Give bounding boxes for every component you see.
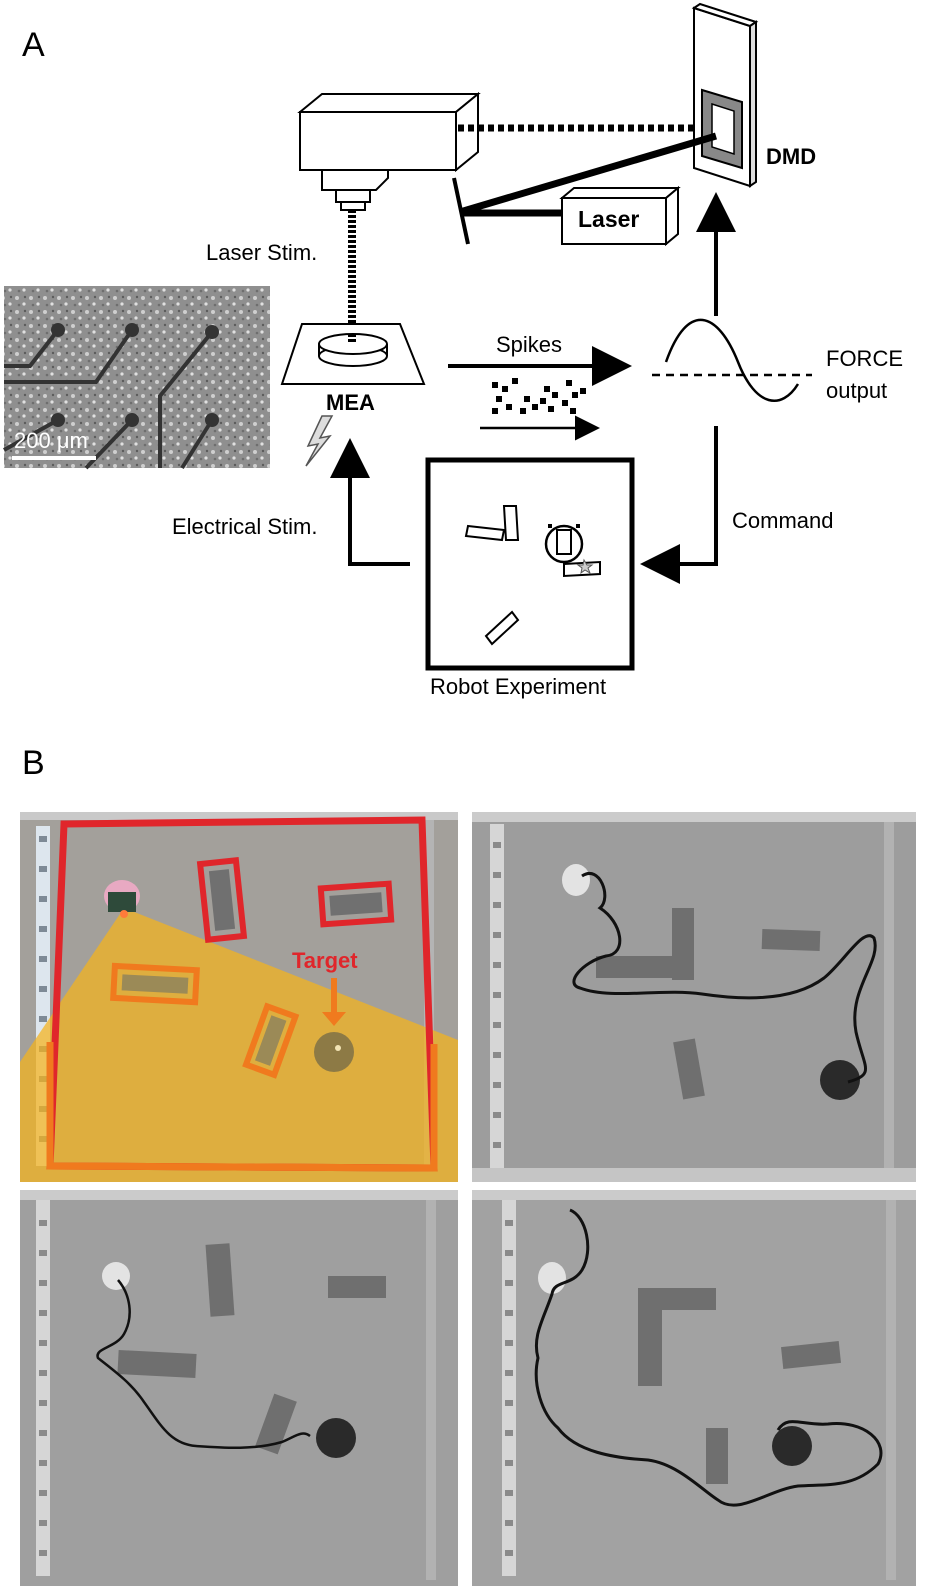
spike-raster <box>492 378 586 414</box>
arena-photo-2 <box>472 812 916 1182</box>
robot-experiment-box <box>425 457 635 671</box>
robot-experiment-label: Robot Experiment <box>430 674 607 699</box>
arena-photo-1: Target <box>20 812 458 1182</box>
electrical-stim-arrow <box>330 438 410 566</box>
laser-beam-to-dmd <box>459 132 717 216</box>
panel-a-letter: A <box>22 26 45 64</box>
trajectory-path <box>534 1208 883 1507</box>
laser-icon <box>559 185 681 247</box>
panel-b-letter: B <box>22 744 45 782</box>
laser-stim-label: Laser Stim. <box>206 240 318 265</box>
force-label-line1: FORCE <box>826 346 903 371</box>
mea-icon <box>280 323 426 385</box>
dmd-label: DMD <box>766 144 817 169</box>
laser-label: Laser <box>578 206 640 232</box>
panel-a-diagram <box>3 2 812 671</box>
force-output-wave <box>664 318 800 402</box>
target-label: Target <box>292 948 358 973</box>
visual-field-overlay <box>20 908 458 1182</box>
trajectory-path <box>96 1279 311 1450</box>
lightning-icon <box>305 415 334 467</box>
spikes-label: Spikes <box>496 332 563 357</box>
arena-photo-4 <box>472 1190 916 1586</box>
microscope-icon <box>297 91 481 211</box>
force-label-line2: output <box>826 378 888 403</box>
command-arrow <box>640 426 718 584</box>
mea-label: MEA <box>326 390 375 415</box>
electrical-stim-label: Electrical Stim. <box>172 514 318 539</box>
mea-micrograph <box>3 286 270 470</box>
dmd-icon <box>691 2 759 188</box>
command-label: Command <box>732 508 834 533</box>
trajectory-path <box>572 872 877 1084</box>
arena-photo-3 <box>20 1190 458 1586</box>
scale-bar-label: 200 μm <box>14 428 88 453</box>
target-ball <box>314 1032 354 1072</box>
